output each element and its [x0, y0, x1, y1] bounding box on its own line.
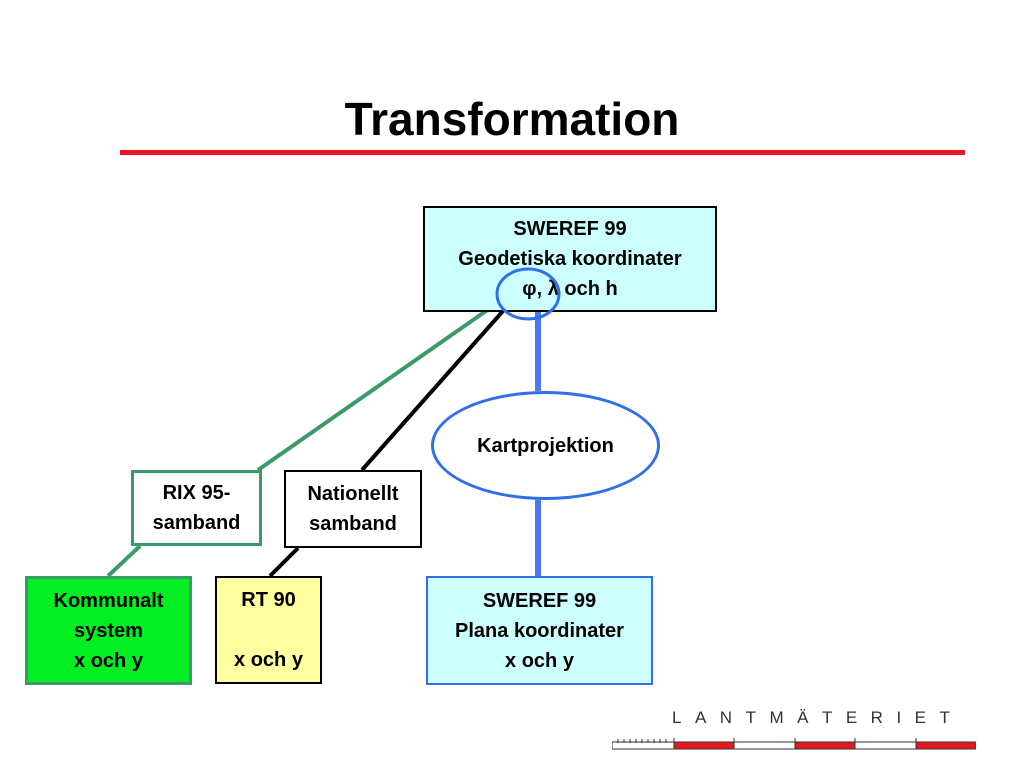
kartprojektion-ellipse: Kartprojektion	[431, 391, 660, 500]
nationellt-line1: Nationellt	[307, 483, 399, 505]
kommunalt-line3: x och y	[74, 649, 143, 672]
connector-nationellt-to-rt90	[268, 546, 300, 578]
page-title: Transformation	[344, 93, 680, 145]
lantmateriet-logo-text: LANTMÄTERIET	[672, 708, 964, 727]
kommunalt-line1: Kommunalt	[53, 589, 164, 612]
connector-geo-to-rix	[256, 302, 498, 472]
sweref99-geodetic-line2: Geodetiska koordinater	[458, 248, 682, 270]
rt90-line2: x och y	[234, 649, 303, 671]
sweref99-plane-line1: SWEREF 99	[482, 589, 597, 612]
rt90-box: RT 90 x och y	[215, 576, 322, 684]
sweref99-plane-box: SWEREF 99 Plana koordinater x och y	[426, 576, 653, 685]
connector-rix-to-kommunalt	[106, 544, 142, 578]
lantmateriet-logo: LANTMÄTERIET	[612, 708, 976, 752]
kommunalt-box: Kommunalt system x och y	[25, 576, 192, 685]
kommunalt-line2: system	[74, 619, 143, 642]
title-underline	[120, 150, 965, 155]
phi-lambda-circle	[495, 267, 561, 321]
nationellt-line2: samband	[309, 513, 397, 535]
sweref99-geodetic-line1: SWEREF 99	[513, 218, 627, 240]
nationellt-box: Nationellt samband	[284, 470, 422, 548]
lantmateriet-scale-bar-icon	[612, 738, 976, 750]
connector-geo-to-nationellt	[360, 309, 505, 472]
rix95-box: RIX 95- samband	[131, 470, 262, 546]
sweref99-geodetic-line3: φ, λ och h	[522, 278, 618, 300]
rix95-line1: RIX 95-	[162, 482, 231, 504]
rix95-line2: samband	[152, 512, 241, 534]
sweref99-plane-line2: Plana koordinater	[455, 619, 624, 642]
sweref99-plane-line3: x och y	[505, 649, 574, 672]
rt90-line1: RT 90	[241, 589, 296, 611]
sweref99-geodetic-box: SWEREF 99 Geodetiska koordinater φ, λ oc…	[423, 206, 717, 312]
kartprojektion-label: Kartprojektion	[477, 434, 614, 457]
